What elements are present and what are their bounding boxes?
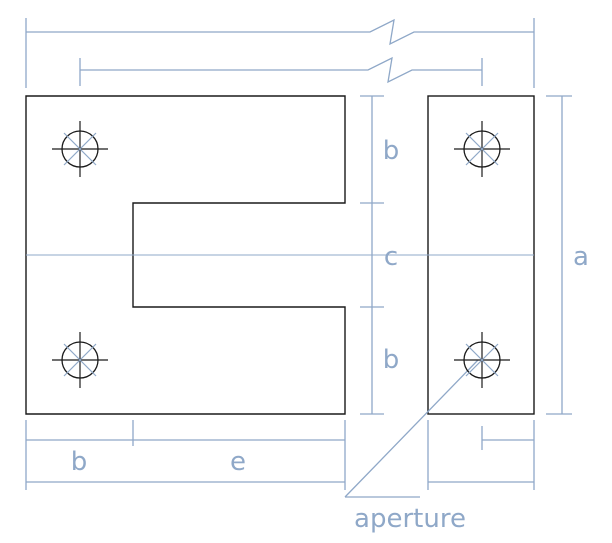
vertical-dimension-stack — [360, 95, 384, 415]
label-b-top: b — [383, 136, 400, 166]
hole-spacing-dimension — [79, 56, 483, 86]
i-core-width-dimension — [427, 420, 535, 490]
hole-bottom-right-icon — [454, 332, 510, 388]
label-c-middle: c — [384, 242, 398, 272]
label-aperture: aperture — [354, 504, 466, 534]
label-b-left: b — [71, 447, 88, 477]
height-dimension — [546, 95, 572, 415]
label-a-right: a — [573, 242, 589, 272]
label-e-bottom: e — [230, 447, 246, 477]
hole-bottom-left-icon — [52, 332, 108, 388]
label-b-bottom: b — [383, 345, 400, 375]
e-core-outline — [25, 95, 346, 415]
bottom-width-dimension — [25, 420, 346, 490]
hole-top-left-icon — [52, 121, 108, 177]
overall-width-dimension — [25, 18, 535, 88]
aperture-leader — [344, 359, 479, 498]
hole-top-right-icon — [454, 121, 510, 177]
